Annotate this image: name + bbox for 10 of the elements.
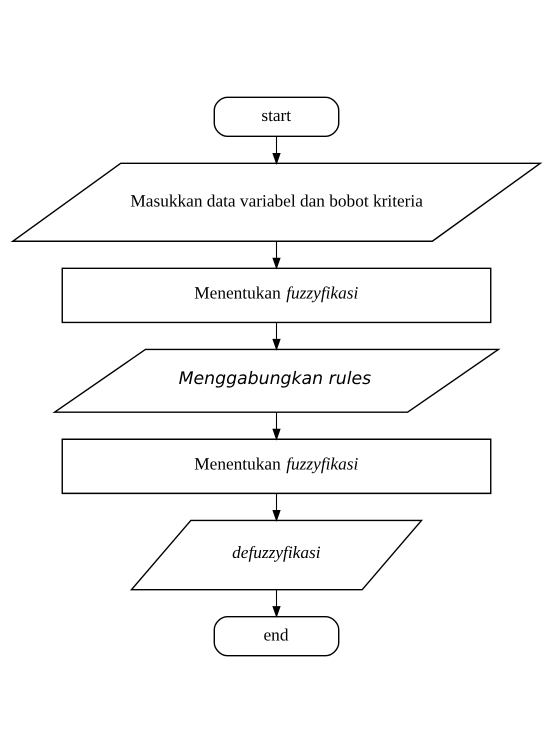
arrow: [272, 241, 281, 270]
node-box: Menentukan fuzzyfikasi: [62, 438, 492, 494]
arrow: [272, 493, 281, 522]
arrow: [272, 136, 281, 165]
node-box: end: [214, 616, 340, 656]
node-box: Menentukan fuzzyfikasi: [62, 268, 492, 324]
arrow: [272, 322, 281, 351]
node-box: start: [214, 96, 340, 137]
arrow: [272, 590, 281, 618]
arrow: [272, 412, 281, 441]
